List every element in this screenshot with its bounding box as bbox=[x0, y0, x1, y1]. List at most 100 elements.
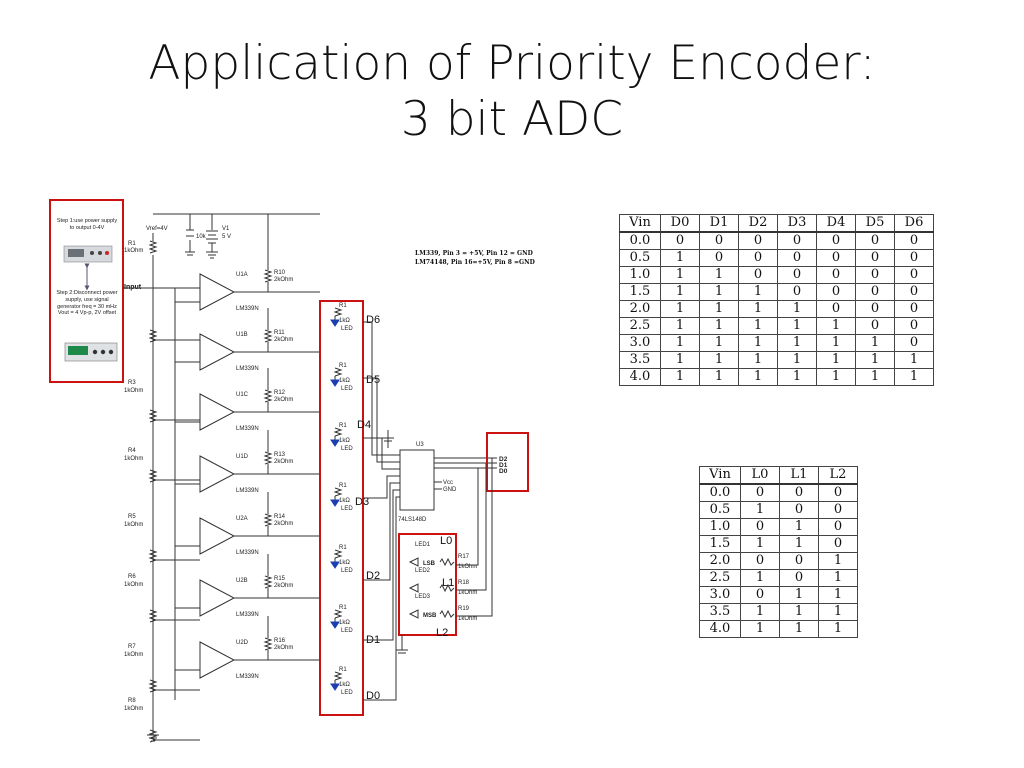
led-icon bbox=[330, 379, 340, 387]
step1-text: Step 1:use power supply to output 0-4V bbox=[56, 218, 118, 231]
table-cell: 1 bbox=[779, 620, 819, 638]
encoder-vcc-label: Vcc bbox=[443, 480, 453, 486]
table-cell: 4.0 bbox=[619, 368, 661, 386]
led-resistor bbox=[333, 549, 343, 559]
divider-resistor-name: R8 bbox=[128, 698, 136, 704]
table-cell: 1 bbox=[855, 334, 895, 352]
table-cell: 1.0 bbox=[699, 518, 741, 536]
pot-symbol bbox=[186, 229, 194, 237]
pullup-name: R10 bbox=[274, 270, 286, 276]
svg-text:V1: V1 bbox=[222, 226, 230, 232]
pullup-resistor bbox=[263, 329, 273, 343]
svg-text:R17: R17 bbox=[458, 554, 470, 560]
table-cell: 1 bbox=[660, 368, 700, 386]
table-cell: 1 bbox=[738, 317, 778, 335]
pin-note-74148: LM74148, Pin 16=+5V, Pin 8 =GND bbox=[415, 259, 535, 266]
step-instructions-panel: Step 1:use power supply to output 0-4V S… bbox=[49, 199, 124, 383]
svg-text:10k: 10k bbox=[196, 234, 207, 240]
svg-text:LSB: LSB bbox=[423, 561, 436, 567]
table-cell: 0 bbox=[855, 249, 895, 267]
pullup-name: R13 bbox=[274, 452, 286, 458]
svg-text:1kΩ: 1kΩ bbox=[339, 498, 350, 504]
svg-text:LED1: LED1 bbox=[415, 542, 431, 548]
table-cell: 1.0 bbox=[619, 266, 661, 284]
table-cell: 1 bbox=[779, 586, 819, 604]
divider-resistor-name: R3 bbox=[128, 380, 136, 386]
table-cell: 0.0 bbox=[699, 483, 741, 502]
table-cell: 0 bbox=[699, 249, 739, 267]
comparator-symbol bbox=[199, 393, 236, 431]
table-cell: 1 bbox=[660, 266, 700, 284]
table-cell: 1 bbox=[738, 334, 778, 352]
comparator-name: U1B bbox=[236, 332, 248, 338]
svg-text:R1: R1 bbox=[339, 545, 347, 551]
svg-text:1kΩ: 1kΩ bbox=[339, 682, 350, 688]
table-cell: 1 bbox=[740, 603, 780, 621]
table-cell: 1 bbox=[699, 266, 739, 284]
table-cell: 0 bbox=[699, 231, 739, 250]
led-column-box bbox=[319, 300, 364, 716]
led-icon bbox=[330, 561, 340, 569]
table-cell: 1 bbox=[660, 300, 700, 318]
table-cell: 1 bbox=[818, 586, 858, 604]
divider-resistor-name: R7 bbox=[128, 644, 136, 650]
comparator-symbol bbox=[199, 641, 236, 679]
comparator-part: LM339N bbox=[236, 306, 259, 312]
encoder-body bbox=[399, 449, 435, 511]
comparator-part: LM339N bbox=[236, 426, 259, 432]
comparator-name: U1D bbox=[236, 454, 249, 460]
table-cell: 0 bbox=[738, 249, 778, 267]
table-cell: 1 bbox=[777, 317, 817, 335]
table-cell: 0 bbox=[855, 231, 895, 250]
svg-text:MSB: MSB bbox=[423, 613, 437, 619]
pullup-name: R12 bbox=[274, 390, 286, 396]
divider-resistor-value: 1kOhm bbox=[124, 522, 143, 528]
table-cell: 0 bbox=[777, 283, 817, 301]
table-cell: 0 bbox=[818, 518, 858, 536]
svg-text:R1: R1 bbox=[339, 667, 347, 673]
comparator-part: LM339N bbox=[236, 674, 259, 680]
table-cell: 1 bbox=[740, 620, 780, 638]
table-cell: 0 bbox=[738, 266, 778, 284]
table-cell: 1 bbox=[818, 603, 858, 621]
table-cell: 1 bbox=[777, 368, 817, 386]
led-resistor bbox=[333, 427, 343, 437]
pullup-resistor bbox=[263, 451, 273, 465]
table-cell: 0 bbox=[779, 501, 819, 519]
led-resistor bbox=[333, 487, 343, 497]
svg-text:1kΩ: 1kΩ bbox=[339, 560, 350, 566]
table-cell: 1 bbox=[894, 368, 934, 386]
table-cell: 0 bbox=[777, 266, 817, 284]
divider-resistor-value: 1kOhm bbox=[124, 652, 143, 658]
pullup-value: 2kOhm bbox=[274, 459, 293, 465]
table-cell: 1 bbox=[699, 368, 739, 386]
reference-section: Vref=4V R1 1kOhm 10k V1 5 V Input bbox=[123, 213, 320, 700]
table-cell: 1 bbox=[777, 351, 817, 369]
table-cell: 0 bbox=[816, 249, 856, 267]
pullup-name: R11 bbox=[274, 330, 285, 336]
divider-resistor-value: 1kOhm bbox=[124, 388, 143, 394]
column-header-vin: Vin bbox=[619, 214, 661, 233]
output-resistor bbox=[439, 583, 455, 593]
led-icon bbox=[330, 319, 340, 327]
comparator-name: U1A bbox=[236, 272, 248, 278]
led-icon bbox=[330, 439, 340, 447]
encoder-part-label: 74LS148D bbox=[398, 517, 427, 523]
pullup-resistor bbox=[263, 637, 273, 651]
divider-resistor-value: 1kOhm bbox=[124, 706, 143, 712]
svg-text:LED2: LED2 bbox=[415, 568, 431, 574]
comparator-symbol bbox=[199, 579, 236, 617]
